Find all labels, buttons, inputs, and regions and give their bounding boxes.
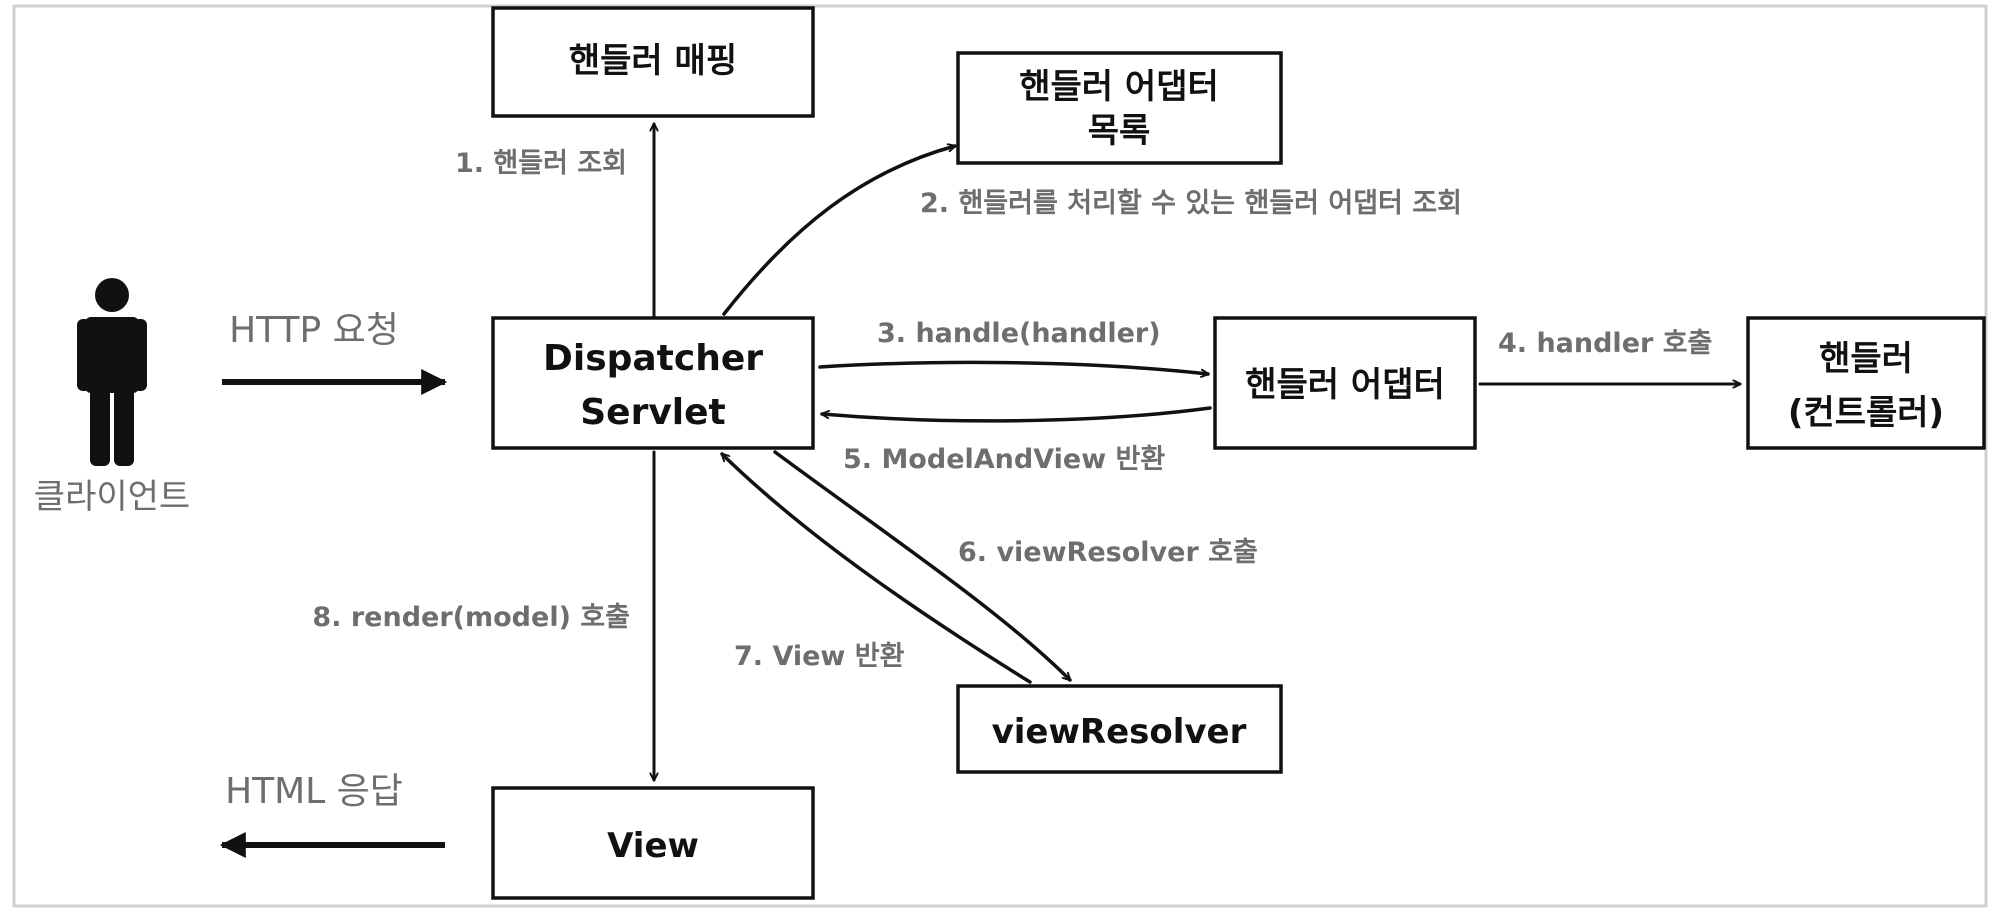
html-response-label: HTML 응답 [225,771,403,812]
handler-adapter-list-label-line2: 목록 [1088,111,1151,151]
handler-mapping-label: 핸들러 매핑 [569,41,737,81]
person-icon [77,278,147,466]
step6-arrow [773,450,1072,682]
step7-label: 7. View 반환 [734,641,905,672]
step8-label: 8. render(model) 호출 [312,602,630,633]
http-request-label: HTTP 요청 [229,310,399,351]
view-resolver-label: viewResolver [992,712,1247,752]
view-label: View [607,826,699,866]
dispatcher-servlet-label-line1: Dispatcher [543,338,763,379]
diagram-frame [12,4,1988,908]
step7-arrow [720,452,1032,684]
step2-arrow [722,146,957,316]
handler-adapter-box: 핸들러 어댑터 [1213,316,1477,450]
handler-label-line2: (컨트롤러) [1788,393,1944,433]
handler-adapter-label: 핸들러 어댑터 [1245,365,1445,405]
handler-box: 핸들러 (컨트롤러) [1746,316,1986,450]
step5-arrow [820,406,1212,423]
view-box: View [491,786,815,900]
handler-adapter-list-box: 핸들러 어댑터 목록 [956,51,1283,165]
handler-label-line1: 핸들러 [1819,339,1913,379]
step5-label: 5. ModelAndView 반환 [843,444,1165,475]
step3-arrow [818,360,1210,374]
handler-adapter-list-label-line1: 핸들러 어댑터 [1019,67,1219,107]
step4-label: 4. handler 호출 [1498,328,1712,359]
dispatcher-servlet-label-line2: Servlet [580,392,726,433]
step3-label: 3. handle(handler) [877,318,1161,349]
handler-mapping-box: 핸들러 매핑 [491,6,815,118]
step6-label: 6. viewResolver 호출 [958,537,1258,568]
step1-label: 1. 핸들러 조회 [455,148,627,179]
view-resolver-box: viewResolver [956,684,1283,774]
dispatcher-servlet-box: Dispatcher Servlet [491,316,815,450]
step2-label: 2. 핸들러를 처리할 수 있는 핸들러 어댑터 조회 [920,188,1462,219]
client-label: 클라이언트 [34,477,190,517]
